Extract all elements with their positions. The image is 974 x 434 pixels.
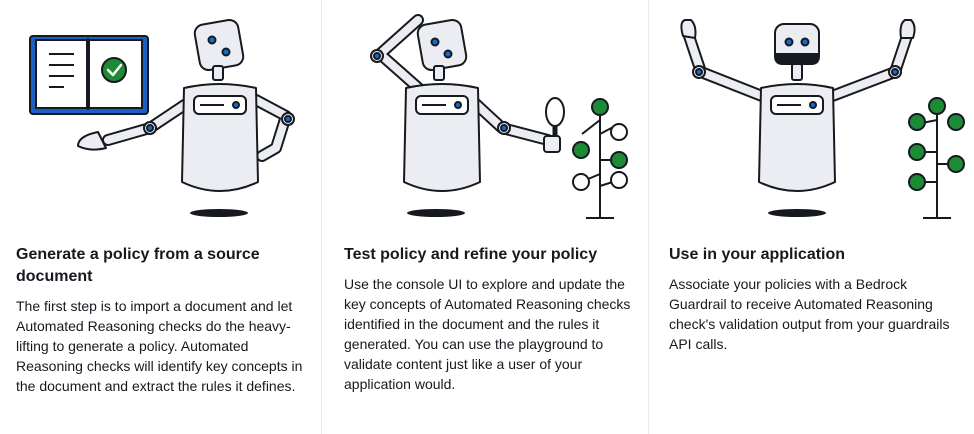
robot-icon	[29, 18, 295, 217]
tree-graph-icon	[572, 98, 628, 219]
card-3-text: Use in your application Associate your p…	[669, 244, 964, 354]
robot-icon	[370, 14, 628, 219]
card-title: Test policy and refine your policy	[344, 246, 598, 263]
card-1-text: Generate a policy from a source document…	[16, 244, 309, 396]
book-icon	[29, 35, 149, 115]
checkmark-icon	[101, 57, 127, 83]
card-title: Use in your application	[669, 246, 846, 263]
card-body: Use the console UI to explore and update…	[344, 276, 631, 392]
card-2-text: Test policy and refine your policy Use t…	[344, 244, 638, 394]
card-2-illustration	[322, 0, 648, 230]
tree-graph-icon	[908, 97, 965, 219]
card-generate-policy: Generate a policy from a source document…	[0, 0, 321, 434]
card-body: The first step is to import a document a…	[16, 298, 303, 394]
card-title: Generate a policy from a source document	[16, 246, 260, 285]
card-test-policy: Test policy and refine your policy Use t…	[321, 0, 648, 434]
card-3-illustration	[649, 0, 974, 230]
card-use-in-application: Use in your application Associate your p…	[648, 0, 974, 434]
card-body: Associate your policies with a Bedrock G…	[669, 276, 950, 352]
card-1-illustration	[0, 0, 321, 230]
robot-icon	[680, 19, 965, 219]
